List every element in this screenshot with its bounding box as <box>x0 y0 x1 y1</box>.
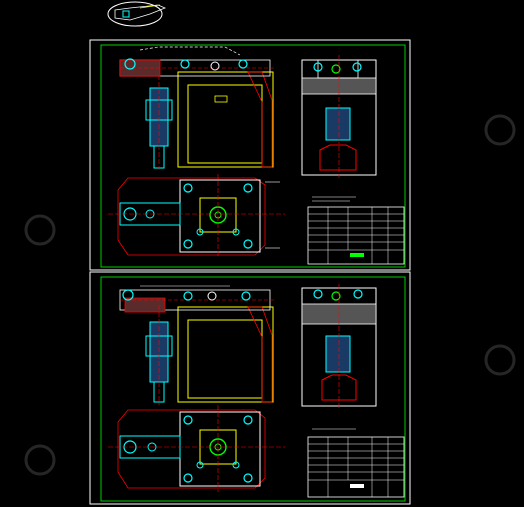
sheet-top <box>89 39 411 271</box>
bottom-plan-view <box>108 405 285 492</box>
bottom-title-block <box>307 428 405 498</box>
part-thumbnail <box>107 1 167 27</box>
top-front-view <box>119 46 275 170</box>
sheet-bottom-border <box>89 271 411 505</box>
bottom-front-view <box>119 285 275 405</box>
sheet-bottom-frame <box>100 276 406 502</box>
sheet-bottom <box>89 271 411 505</box>
sheet-top-border <box>89 39 411 271</box>
top-plan-view <box>108 174 285 258</box>
top-title-block <box>307 196 405 265</box>
top-side-view <box>301 55 377 178</box>
bottom-side-view <box>301 284 377 410</box>
sheet-top-frame <box>100 44 406 268</box>
watermark-logo-icon <box>24 114 516 476</box>
